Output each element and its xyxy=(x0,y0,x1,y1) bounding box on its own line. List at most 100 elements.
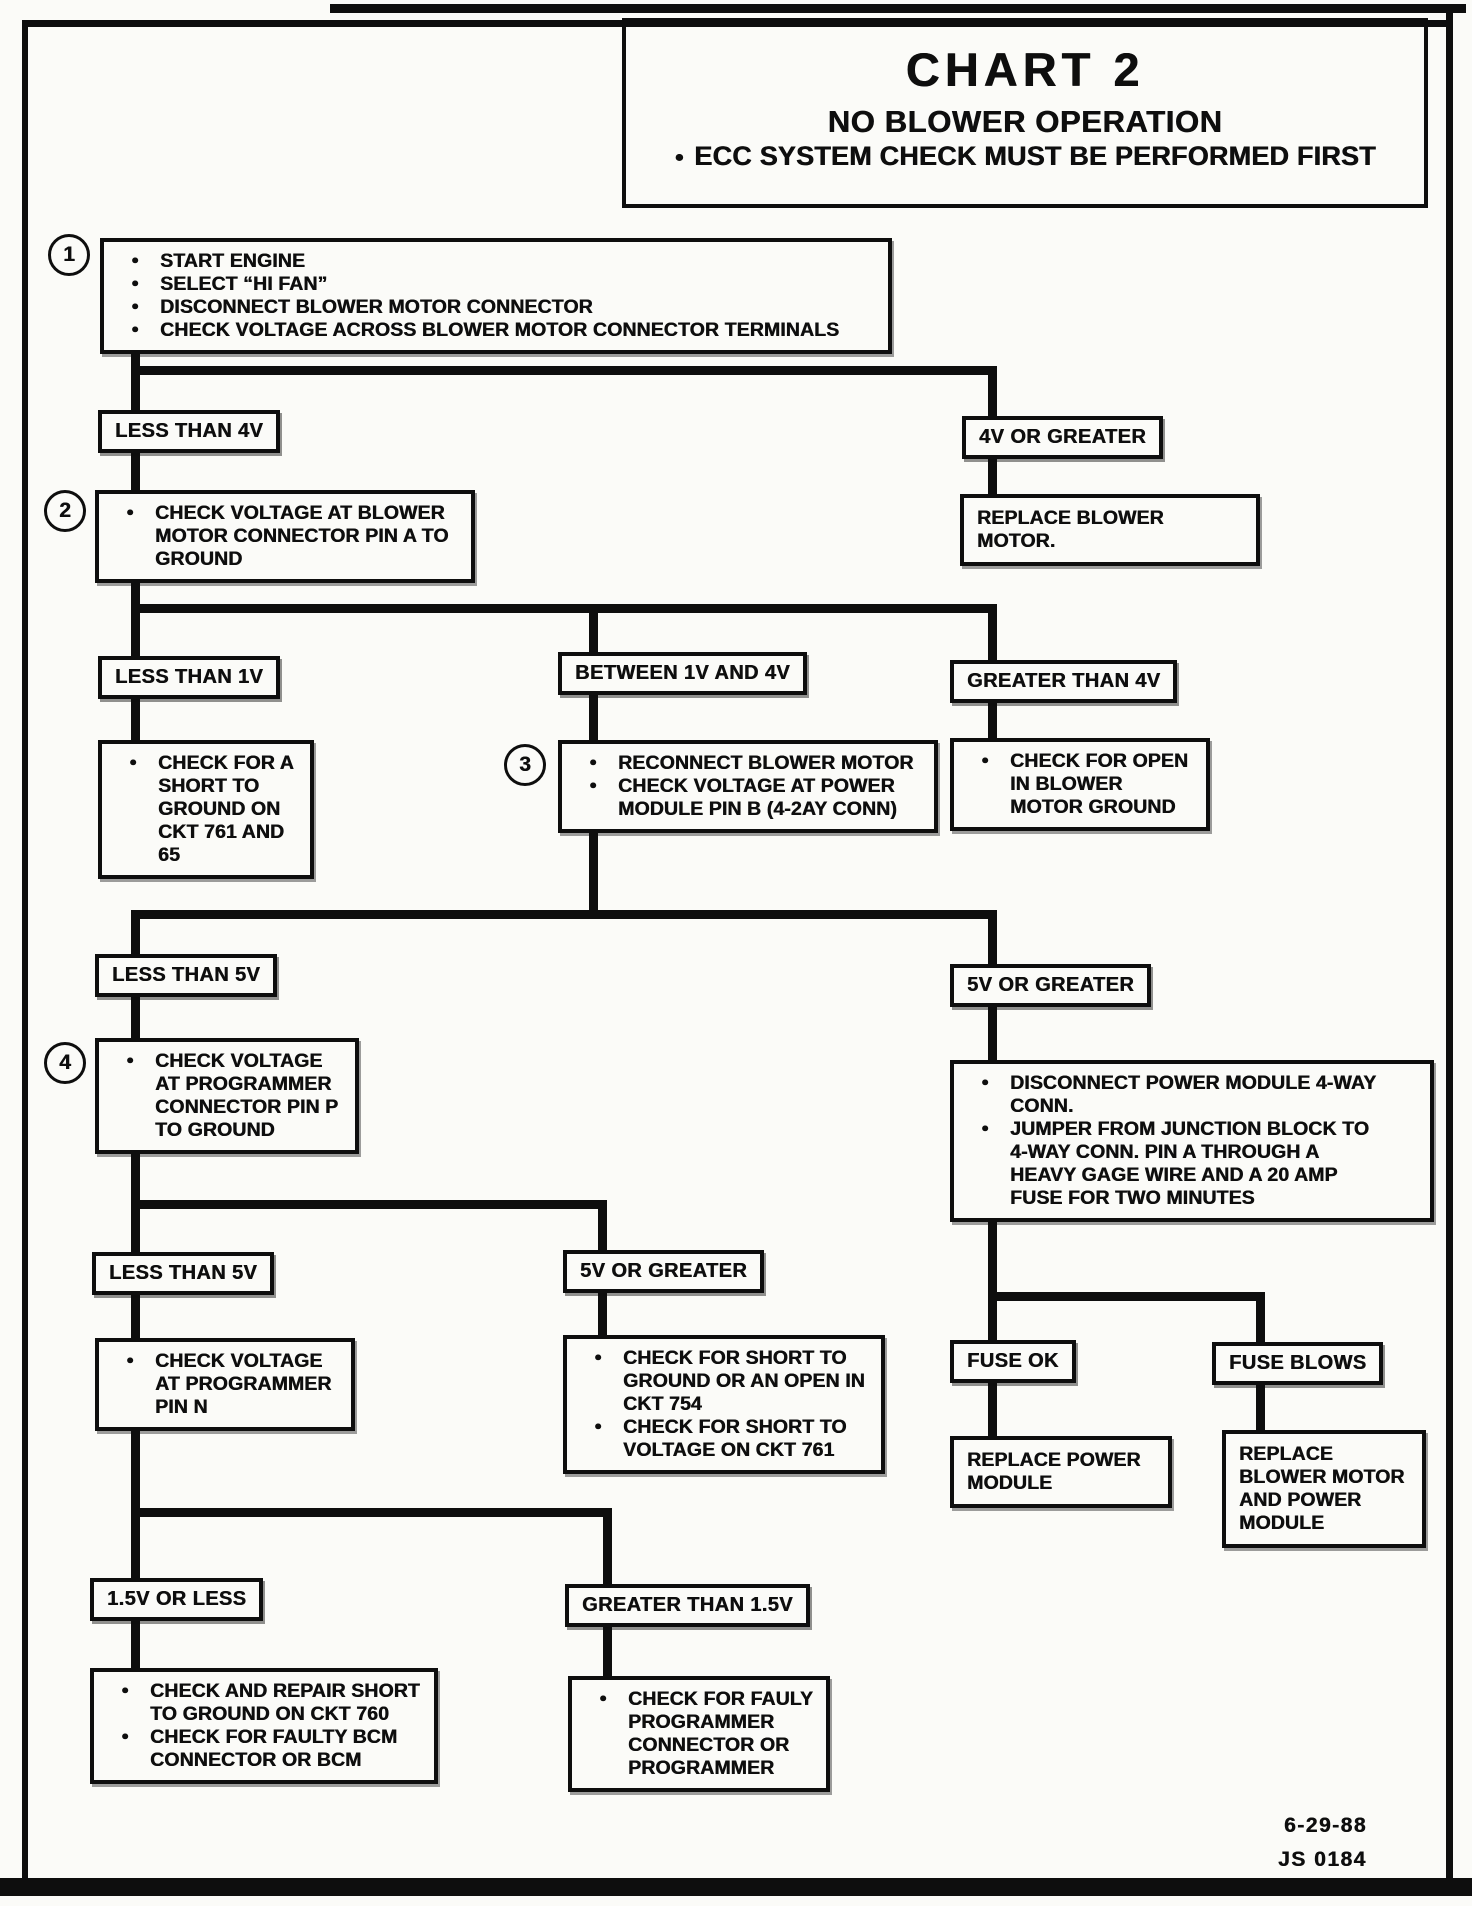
flow-connector xyxy=(988,366,997,426)
bullet-icon: ● xyxy=(131,252,139,267)
step-text: SELECT “HI FAN” xyxy=(160,273,328,295)
bullet-icon: ● xyxy=(674,148,685,166)
step-line: ● CHECK VOLTAGE AT POWER MODULE PIN B (4… xyxy=(568,775,928,821)
action-line: ● CHECK FOR SHORT TO GROUND OR AN OPEN I… xyxy=(573,1347,875,1416)
flow-connector xyxy=(131,366,997,375)
action-text: DISCONNECT POWER MODULE 4-WAY CONN. xyxy=(1010,1072,1376,1117)
decision-1-5v-or-less: 1.5V OR LESS xyxy=(90,1578,264,1621)
step-text: CHECK VOLTAGE AT POWER MODULE PIN B (4-2… xyxy=(618,775,897,820)
flow-connector xyxy=(131,688,140,750)
flow-connector xyxy=(988,1195,997,1346)
action-disconnect-and-jumper: ● DISCONNECT POWER MODULE 4-WAY CONN. ● … xyxy=(950,1060,1434,1222)
step-line: ● SELECT “HI FAN” xyxy=(110,273,882,296)
chart-note: ● ECC SYSTEM CHECK MUST BE PERFORMED FIR… xyxy=(626,141,1424,172)
flow-connector xyxy=(589,684,598,746)
decision-less-than-1v: LESS THAN 1V xyxy=(98,656,281,699)
step-text: DISCONNECT BLOWER MOTOR CONNECTOR xyxy=(160,296,593,318)
step-line: ● START ENGINE xyxy=(110,250,882,273)
bullet-icon: ● xyxy=(594,1349,602,1364)
bullet-icon: ● xyxy=(599,1690,607,1705)
step-circle-1: 1 xyxy=(48,234,90,276)
page-edge-bar xyxy=(330,4,1466,13)
bullet-icon: ● xyxy=(126,1052,134,1067)
flow-connector xyxy=(988,604,997,670)
page-frame-right xyxy=(1446,8,1453,1878)
flow-connector xyxy=(131,1508,612,1517)
footer-date: 6-29-88 xyxy=(1284,1814,1367,1837)
bullet-icon: ● xyxy=(131,321,139,336)
action-text: CHECK VOLTAGE AT PROGRAMMER PIN N xyxy=(155,1350,332,1418)
step-text: CHECK VOLTAGE AT BLOWER MOTOR CONNECTOR … xyxy=(155,502,449,570)
action-text: CHECK AND REPAIR SHORT TO GROUND ON CKT … xyxy=(150,1680,420,1725)
bullet-icon: ● xyxy=(126,1352,134,1367)
step-line: ● CHECK VOLTAGE ACROSS BLOWER MOTOR CONN… xyxy=(110,319,882,342)
action-check-open-blower-ground: ● CHECK FOR OPEN IN BLOWER MOTOR GROUND xyxy=(950,738,1210,831)
step-circle-3: 3 xyxy=(504,744,546,786)
decision-fuse-blows: FUSE BLOWS xyxy=(1212,1342,1384,1385)
step-line: ● CHECK VOLTAGE AT BLOWER MOTOR CONNECTO… xyxy=(105,502,465,571)
flow-connector xyxy=(131,330,140,420)
action-text: JUMPER FROM JUNCTION BLOCK TO 4-WAY CONN… xyxy=(1010,1118,1369,1209)
flow-connector xyxy=(131,986,140,1048)
step-text: CHECK VOLTAGE ACROSS BLOWER MOTOR CONNEC… xyxy=(160,319,840,341)
action-line: ● JUMPER FROM JUNCTION BLOCK TO 4-WAY CO… xyxy=(960,1118,1424,1210)
step-line: ● DISCONNECT BLOWER MOTOR CONNECTOR xyxy=(110,296,882,319)
flow-connector xyxy=(1256,1372,1265,1436)
bullet-icon: ● xyxy=(121,1682,129,1697)
action-check-faulty-programmer: ● CHECK FOR FAULY PROGRAMMER CONNECTOR O… xyxy=(568,1676,830,1792)
flow-connector xyxy=(589,604,598,662)
flow-connector xyxy=(1256,1292,1265,1348)
page-frame-left xyxy=(22,20,28,1878)
bullet-icon: ● xyxy=(126,504,134,519)
decision-5v-or-greater-a: 5V OR GREATER xyxy=(950,964,1152,1007)
decision-greater-than-4v: GREATER THAN 4V xyxy=(950,660,1178,703)
flow-connector xyxy=(988,448,997,500)
flow-connector xyxy=(131,604,997,613)
flow-connector xyxy=(988,692,997,744)
action-text: CHECK FOR SHORT TO GROUND OR AN OPEN IN … xyxy=(623,1347,865,1415)
action-replace-blower-motor: REPLACE BLOWER MOTOR. xyxy=(960,494,1260,566)
decision-between-1v-and-4v: BETWEEN 1V AND 4V xyxy=(558,652,807,695)
flow-connector xyxy=(988,996,997,1070)
flow-connector xyxy=(603,1508,612,1588)
action-replace-blower-and-power-module: REPLACE BLOWER MOTOR AND POWER MODULE xyxy=(1222,1430,1426,1548)
action-text: CHECK FOR FAULTY BCM CONNECTOR OR BCM xyxy=(150,1726,398,1771)
bullet-icon: ● xyxy=(131,298,139,313)
decision-greater-than-1-5v: GREATER THAN 1.5V xyxy=(565,1584,810,1627)
action-replace-power-module: REPLACE POWER MODULE xyxy=(950,1436,1172,1508)
action-line: ● CHECK AND REPAIR SHORT TO GROUND ON CK… xyxy=(100,1680,428,1726)
step-line: ● CHECK VOLTAGE AT PROGRAMMER CONNECTOR … xyxy=(105,1050,349,1142)
flow-connector xyxy=(131,566,140,666)
flow-connector xyxy=(589,820,598,918)
action-line: ● CHECK FOR FAULTY BCM CONNECTOR OR BCM xyxy=(100,1726,428,1772)
bullet-icon: ● xyxy=(589,754,597,769)
node-step-1: ● START ENGINE ● SELECT “HI FAN” ● DISCO… xyxy=(100,238,892,354)
flow-connector xyxy=(988,1292,1265,1301)
flow-connector xyxy=(988,910,997,974)
action-check-ckt754: ● CHECK FOR SHORT TO GROUND OR AN OPEN I… xyxy=(563,1335,885,1474)
action-check-ckt760: ● CHECK AND REPAIR SHORT TO GROUND ON CK… xyxy=(90,1668,438,1784)
flow-connector xyxy=(131,1200,607,1209)
flow-connector xyxy=(131,1612,140,1672)
chart-note-text: ECC SYSTEM CHECK MUST BE PERFORMED FIRST xyxy=(694,141,1376,171)
node-step-4: ● CHECK VOLTAGE AT PROGRAMMER CONNECTOR … xyxy=(95,1038,359,1154)
node-step-3: ● RECONNECT BLOWER MOTOR ● CHECK VOLTAGE… xyxy=(558,740,938,833)
step-text: RECONNECT BLOWER MOTOR xyxy=(618,752,914,774)
bullet-icon: ● xyxy=(131,275,139,290)
bullet-icon: ● xyxy=(981,1074,989,1089)
chart-title-box: CHART 2 NO BLOWER OPERATION ● ECC SYSTEM… xyxy=(622,18,1428,208)
flow-connector xyxy=(131,440,140,500)
step-text: CHECK VOLTAGE AT PROGRAMMER CONNECTOR PI… xyxy=(155,1050,338,1141)
action-line: ● CHECK VOLTAGE AT PROGRAMMER PIN N xyxy=(105,1350,345,1419)
footer-code: JS 0184 xyxy=(1278,1848,1367,1871)
chart-subtitle: NO BLOWER OPERATION xyxy=(827,104,1223,139)
action-line: ● CHECK FOR SHORT TO VOLTAGE ON CKT 761 xyxy=(573,1416,875,1462)
action-line: ● CHECK FOR A SHORT TO GROUND ON CKT 761… xyxy=(108,752,304,867)
decision-less-than-4v: LESS THAN 4V xyxy=(98,410,281,453)
bullet-icon: ● xyxy=(594,1418,602,1433)
action-line: ● DISCONNECT POWER MODULE 4-WAY CONN. xyxy=(960,1072,1424,1118)
flow-connector xyxy=(131,1286,140,1348)
step-circle-2: 2 xyxy=(44,490,86,532)
node-step-2: ● CHECK VOLTAGE AT BLOWER MOTOR CONNECTO… xyxy=(95,490,475,583)
flow-connector xyxy=(598,1200,607,1260)
